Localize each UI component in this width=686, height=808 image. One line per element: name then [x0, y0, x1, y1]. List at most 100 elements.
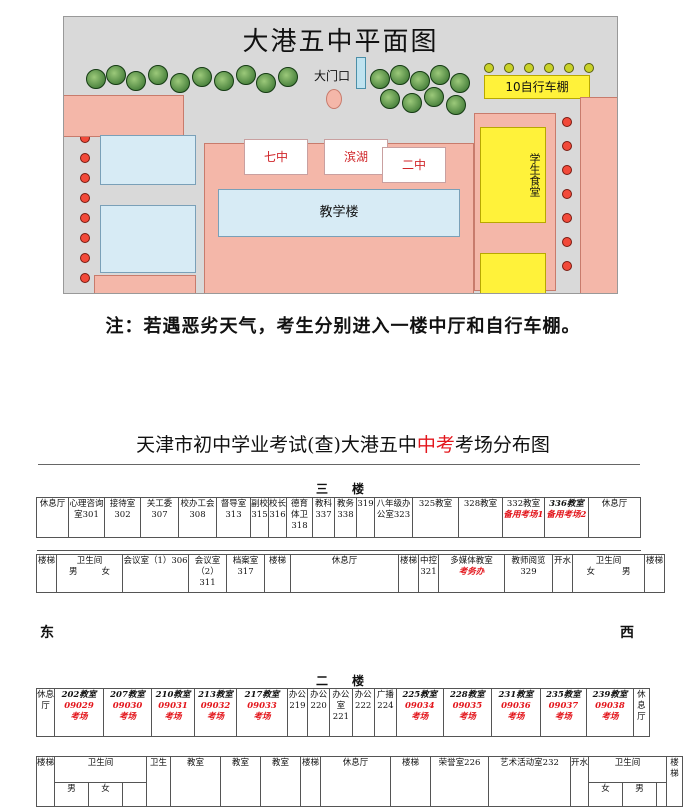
f2-washroom-west: 卫生间: [588, 756, 668, 783]
f2-stair-mid-west: 楼梯: [390, 756, 432, 807]
f3-room-329: 教师阅览329: [504, 554, 554, 593]
pink-block-far-east: [580, 97, 617, 293]
f3-room-308: 校办工会308: [178, 497, 217, 538]
f3-multimedia: 多媒体教室考务办: [438, 554, 506, 593]
f2-stair-west: 楼梯: [666, 756, 684, 807]
tree-row-west: [86, 65, 306, 105]
f2-stair-mid-east: 楼梯: [300, 756, 322, 807]
direction-east: 东: [40, 625, 54, 641]
f3-room-336: 336教室备用考场2: [544, 497, 589, 538]
f2-rest-hall-west: 休息厅: [632, 688, 651, 737]
f3-stair-west: 楼梯: [644, 554, 666, 593]
f2-office-221: 办公室221: [329, 688, 353, 737]
f3-washroom-east: 卫生间男女: [55, 554, 124, 593]
f3-room-321: 中控321: [418, 554, 440, 593]
f2-male-west: 男: [622, 782, 658, 807]
f3-rest-hall-center: 休息厅: [290, 554, 400, 593]
floor3-label: 三 楼: [315, 482, 370, 496]
f3-exam-office: 考务办: [458, 567, 485, 577]
f3-stair-mid-west: 楼梯: [398, 554, 420, 593]
f2-classroom-c: 教室: [260, 756, 302, 807]
weather-note: 注：若遇恶劣天气，考生分别进入一楼中厅和自行车棚。: [105, 316, 581, 337]
f3-stair-mid-east: 楼梯: [264, 554, 292, 593]
floor3-plan-south: 楼梯 卫生间男女 会议室（1）306 会议室（2）311 档案室317 楼梯 休…: [36, 554, 666, 593]
f2-washroom-east-gap: [121, 782, 148, 807]
f3-room-336-tag: 备用考场2: [546, 510, 587, 520]
f2-rest-hall-center: 休息厅: [320, 756, 392, 807]
f3-washroom-west: 卫生间女男: [572, 554, 646, 593]
f2-washroom-west-gap: [656, 782, 668, 807]
building-south-east: [480, 253, 546, 293]
f2-water: 开水: [570, 756, 590, 807]
f2-office-219: 办公219: [286, 688, 309, 737]
f2-classroom-a: 教室: [170, 756, 222, 807]
f3-room-316: 校长316: [268, 497, 287, 538]
f3-room-332: 332教室备用考场1: [502, 497, 545, 538]
f3-archive-317: 档案室317: [226, 554, 266, 593]
tree-row-east: [370, 65, 480, 125]
f2-office-222: 办公222: [351, 688, 375, 737]
flag-school-2: 滨湖: [324, 139, 388, 175]
f3-room-301: 心理咨询室301: [68, 497, 105, 538]
f2-honor-226: 荣誉室226: [430, 756, 490, 807]
f3-room-313: 督导室313: [216, 497, 251, 538]
flag-school-3: 二中: [382, 147, 446, 183]
f2-female-east: 女: [88, 782, 123, 807]
f3-room-328: 328教室: [458, 497, 503, 538]
f2-sanitary: 卫生: [146, 756, 172, 807]
f3-water: 开水: [552, 554, 574, 593]
f3-room-325: 325教室: [412, 497, 459, 538]
f3-meeting-306: 会议室（1）306: [122, 554, 190, 593]
canteen: 学生食堂: [480, 127, 546, 223]
f2-rest-hall-east: 休息厅: [35, 688, 56, 737]
f3-rest-hall-east: 休息厅: [36, 497, 69, 538]
building-west-1: [100, 135, 196, 185]
bike-shed: 10自行车棚: [484, 75, 590, 99]
exam-distribution-title: 天津市初中学业考试(查)大港五中中考考场分布图: [136, 434, 550, 456]
flag-school-1: 七中: [244, 139, 308, 175]
f3-room-302: 接待室302: [104, 497, 141, 538]
building-west-2: [100, 205, 196, 273]
title-divider: [38, 464, 640, 465]
floor2-plan-south: 楼梯 卫生间 卫生 教室 教室 教室 楼梯 休息厅 楼梯 荣誉室226 艺术活动…: [36, 756, 684, 807]
f3-rest-hall-west: 休息厅: [588, 497, 641, 538]
f3-room-337: 教科337: [312, 497, 335, 538]
gate-roundabout: [326, 89, 342, 109]
gate-post: [356, 57, 366, 89]
f2-stair-east: 楼梯: [36, 756, 55, 807]
campus-map: 大港五中平面图 大门口 10自行车棚 七中 滨湖 二中 教学楼 学生食堂: [63, 16, 618, 294]
map-left-trees: [80, 113, 90, 293]
f3-room-307: 关工委307: [140, 497, 179, 538]
teaching-building: 教学楼: [218, 189, 460, 237]
f3-room-338: 教务338: [334, 497, 357, 538]
gate-label: 大门口: [314, 69, 351, 83]
f2-classroom-b: 教室: [220, 756, 262, 807]
pink-block-nw: [64, 95, 184, 137]
f3-stair-east: 楼梯: [36, 554, 57, 593]
floor2-label: 二 楼: [315, 674, 370, 688]
f2-art-232: 艺术活动室232: [488, 756, 572, 807]
f3-room-323: 八年级办公室323: [374, 497, 413, 538]
f2-female-west: 女: [588, 782, 624, 807]
f3-room-318: 德育体卫318: [286, 497, 313, 538]
floor3-plan: 休息厅 心理咨询室301 接待室302 关工委307 校办工会308 督导室31…: [36, 497, 641, 551]
f3-room-319: 319: [356, 497, 375, 538]
map-title: 大港五中平面图: [242, 27, 439, 57]
f2-office-220: 办公220: [307, 688, 331, 737]
f3-meeting-311: 会议室（2）311: [188, 554, 228, 593]
f2-male-east: 男: [54, 782, 89, 807]
f3-room-332-tag: 备用考场1: [503, 510, 544, 520]
map-right-trees: [562, 117, 572, 287]
f2-broadcast-224: 广播224: [373, 688, 398, 737]
pink-block-sw: [94, 275, 196, 293]
direction-west: 西: [620, 625, 634, 641]
